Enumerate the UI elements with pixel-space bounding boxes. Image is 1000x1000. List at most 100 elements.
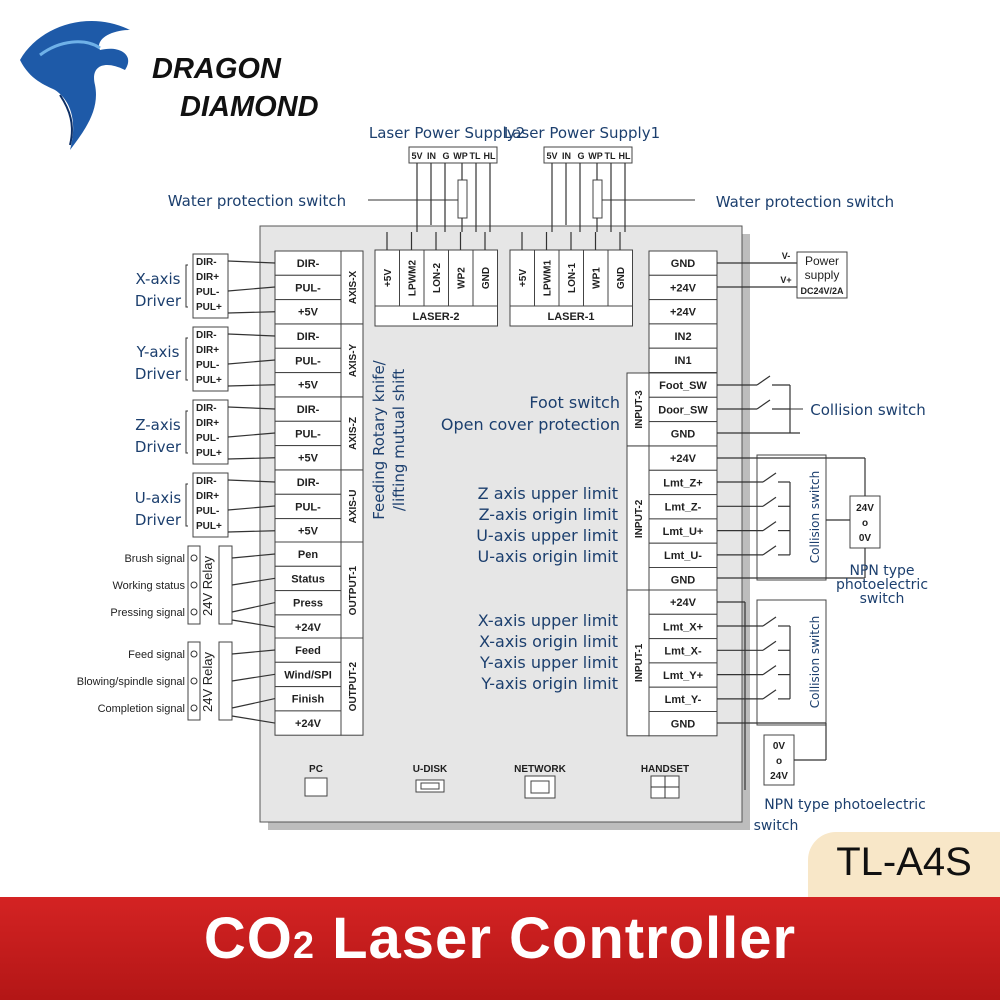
output-pin-cell	[274, 614, 342, 640]
driver-pin-box	[192, 399, 229, 465]
relay-contact-icon	[190, 608, 198, 616]
npn-lower-label-2: switch	[754, 818, 799, 834]
axis-wire	[227, 260, 276, 264]
laser-port-pin-cell	[399, 249, 425, 307]
laser-supply-pin: G	[577, 151, 584, 161]
output-pin-label: +24V	[295, 622, 322, 634]
switch-contact-icon	[762, 689, 777, 700]
output-wire	[231, 649, 276, 655]
axis-wire	[227, 530, 276, 533]
npn-voltage-upper: o	[862, 518, 868, 529]
input1-note: Y-axis origin limit	[480, 674, 618, 693]
input1-note: X-axis upper limit	[478, 611, 618, 630]
port-label: HANDSET	[641, 764, 689, 775]
driver-pin-label: DIR-	[196, 257, 217, 268]
laser-supply-pin: 5V	[546, 151, 557, 161]
driver-bracket	[185, 483, 188, 527]
driver-name: Driver	[135, 511, 182, 529]
output-pin-label: Wind/SPI	[284, 669, 332, 681]
driver-pin-label: PUL+	[196, 375, 222, 386]
axis-wire	[227, 359, 276, 365]
axis-wire	[227, 457, 276, 460]
laser-port-pin-label: +5V	[383, 269, 394, 287]
driver-pin-label: DIR+	[196, 418, 219, 429]
axis-pin-cell	[274, 250, 342, 276]
output-pin-label: Finish	[292, 694, 325, 706]
banner-co: CO	[203, 906, 293, 971]
driver-name: Y-axis	[136, 343, 180, 361]
driver-pin-label: DIR+	[196, 272, 219, 283]
network-port-inner	[530, 780, 550, 794]
input-pin-label: GND	[671, 719, 696, 731]
input2-note: Z-axis origin limit	[479, 505, 618, 524]
pc-port-icon	[304, 777, 328, 797]
output-pin-label: +24V	[295, 718, 322, 730]
laser-supply-title: Laser Power Supply2	[369, 124, 525, 142]
output-pin-cell	[274, 565, 342, 592]
power-pin-cell	[648, 323, 718, 349]
relay-label: 24V Relay	[200, 652, 215, 712]
output-pin-cell	[274, 541, 342, 567]
axis-wire	[227, 286, 276, 292]
npn-voltage-upper: 0V	[859, 533, 872, 544]
output-pin-cell	[274, 637, 342, 663]
driver-pin-label: DIR-	[196, 330, 217, 341]
laser-port-pin-label: WP1	[592, 267, 603, 289]
output-wire	[231, 602, 276, 613]
relay-contact-icon	[190, 554, 198, 562]
switch-contact-icon	[762, 640, 777, 651]
laser-supply-pin: G	[442, 151, 449, 161]
laser-port-pin-label: GND	[616, 267, 627, 289]
water-switch-icon	[457, 179, 468, 219]
driver-pin-label: PUL-	[196, 287, 219, 298]
banner-rest: Laser Controller	[315, 906, 797, 971]
water-switch-label: Water protection switch	[168, 192, 346, 210]
driver-name: X-axis	[136, 270, 181, 288]
input-pin-label: Lmt_X-	[664, 646, 702, 658]
input-pin-label: +24V	[670, 597, 697, 609]
laser-port-name: LASER-1	[547, 311, 594, 323]
input1-note: Y-axis upper limit	[479, 653, 618, 672]
driver-pin-label: PUL+	[196, 302, 222, 313]
port-label: U-DISK	[413, 764, 448, 775]
npn-upper-label: photoelectric	[836, 577, 928, 593]
power-pin-cell	[648, 347, 718, 374]
laser-supply-pin: WP	[588, 151, 603, 161]
laser-supply-pin: 5V	[411, 151, 422, 161]
driver-pin-box	[192, 472, 229, 538]
driver-pin-label: DIR+	[196, 345, 219, 356]
power-minus-label: V-	[782, 251, 791, 261]
model-tab	[808, 832, 1000, 898]
input-pin-label: GND	[671, 575, 696, 587]
relay-contact-icon	[190, 581, 198, 589]
switch-contact-icon	[762, 616, 777, 627]
title-banner	[0, 897, 1000, 1000]
input-pin-label: Foot_SW	[659, 380, 707, 392]
laser-supply-title: Laser Power Supply1	[504, 124, 660, 142]
input-pin-cell	[648, 613, 718, 640]
water-switch-icon	[592, 179, 603, 219]
switch-contact-icon	[762, 665, 777, 676]
rotary-note-line-2: /lifting mutual shift	[390, 369, 408, 511]
driver-pin-box	[192, 326, 229, 392]
input-pin-label: Lmt_U-	[664, 550, 702, 562]
laser-port-name-cell	[374, 305, 498, 327]
output-wire	[231, 577, 276, 586]
power-pin-label: IN1	[674, 355, 691, 367]
npn-voltage-lower: 0V	[773, 741, 786, 752]
switch-contact-icon	[762, 496, 777, 507]
laser-port-name: LASER-2	[412, 311, 459, 323]
switch-contact-icon	[762, 545, 777, 556]
driver-bracket	[185, 337, 188, 381]
driver-pin-label: PUL-	[196, 360, 219, 371]
power-pin-label: IN2	[674, 331, 691, 343]
laser-supply-pin: HL	[484, 151, 496, 161]
driver-name: Driver	[135, 292, 182, 310]
axis-pin-label: DIR-	[297, 404, 320, 416]
output-signal-label: Completion signal	[98, 703, 185, 715]
input-pin-cell	[648, 686, 718, 713]
output-signal-label: Blowing/spindle signal	[77, 676, 185, 688]
output-pin-label: Feed	[295, 645, 321, 657]
relay-contact-icon	[190, 650, 198, 658]
laser-port-pin-label: LPWM1	[543, 260, 554, 297]
